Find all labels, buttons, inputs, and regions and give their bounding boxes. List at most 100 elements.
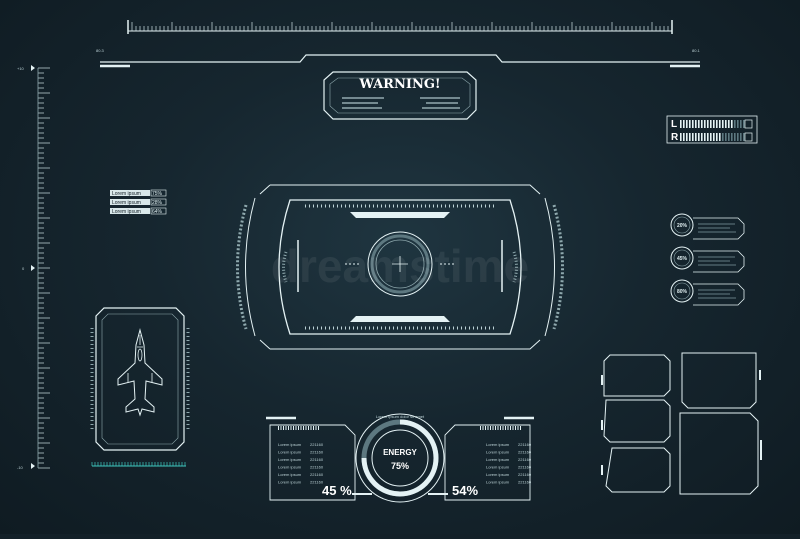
circle-stat: 45% [670, 246, 745, 273]
balance-bar [737, 133, 739, 141]
balance-bar [689, 120, 691, 128]
balance-bar [719, 133, 721, 141]
balance-bar [734, 133, 736, 141]
energy-right-value: 54% [452, 483, 478, 498]
energy-row-label: Lorem ipsum [278, 465, 302, 470]
balance-bar [716, 133, 718, 141]
energy-row-value: 221160 [518, 442, 532, 447]
balance-bar [704, 133, 706, 141]
warning-panel: WARNING! [323, 71, 477, 120]
balance-bar [680, 133, 682, 141]
balance-bar [731, 133, 733, 141]
energy-value: 75% [391, 461, 409, 471]
balance-bar [698, 133, 700, 141]
balance-bar [740, 133, 742, 141]
balance-bar [707, 133, 709, 141]
energy-row-value: 221160 [518, 472, 532, 477]
balance-bar [707, 120, 709, 128]
circle-stat-value: 80% [677, 289, 688, 295]
energy-row-value: 221160 [518, 450, 532, 455]
status-row: Lorem ipsum 64% [110, 207, 167, 215]
balance-bar [701, 133, 703, 141]
balance-bar [704, 120, 706, 128]
balance-bar [725, 120, 727, 128]
balance-bar [689, 133, 691, 141]
status-value: 64% [152, 209, 163, 215]
energy-row-value: 221160 [310, 480, 324, 485]
balance-bar [716, 120, 718, 128]
scale-top-label: +10 [17, 66, 25, 71]
balance-bar [743, 120, 745, 128]
balance-bar [698, 120, 700, 128]
energy-row-label: Lorem ipsum [486, 480, 510, 485]
balance-bar [701, 120, 703, 128]
svg-text:80.3: 80.3 [96, 48, 105, 53]
energy-panel: Lorem ipsum dolor sit amet Lorem ipsum 22… [266, 413, 534, 503]
aircraft-panel [90, 307, 190, 467]
energy-row-label: Lorem ipsum [486, 465, 510, 470]
balance-bar [692, 133, 694, 141]
balance-cap [744, 119, 753, 129]
balance-bar [743, 133, 745, 141]
balance-bar [683, 133, 685, 141]
energy-row-value: 221160 [518, 457, 532, 462]
status-label: Lorem ipsum [112, 191, 141, 197]
balance-bar [710, 120, 712, 128]
energy-left-value: 45 % [322, 483, 352, 498]
energy-row-value: 221160 [518, 465, 532, 470]
watermark: dreamstime [271, 240, 529, 292]
balance-bar [719, 120, 721, 128]
balance-bar [692, 120, 694, 128]
circle-stats: 20% 45% 80% [670, 213, 745, 306]
circle-stat: 80% [670, 279, 745, 306]
energy-row-value: 221160 [518, 480, 532, 485]
balance-bar [713, 133, 715, 141]
balance-bar [710, 133, 712, 141]
circle-stat-value: 20% [677, 223, 688, 229]
status-row: Lorem ipsum 28% [110, 198, 167, 206]
status-row: Lorem ipsum 75% [110, 189, 167, 197]
energy-header: Lorem ipsum dolor sit amet [376, 414, 425, 419]
balance-bar [725, 133, 727, 141]
balance-bar [728, 133, 730, 141]
balance-bar [728, 120, 730, 128]
energy-row-value: 221160 [310, 465, 324, 470]
status-value: 75% [152, 191, 163, 197]
scale-mid-label: 0 [22, 266, 25, 271]
top-ruler: 80.3 80.1 [96, 20, 701, 68]
status-value: 28% [152, 200, 163, 206]
balance-bar [695, 133, 697, 141]
balance-bar [686, 120, 688, 128]
energy-row-label: Lorem ipsum [278, 457, 302, 462]
balance-bar [680, 120, 682, 128]
balance-left-label: L [671, 119, 677, 130]
level-scale: +10 0 -10 [17, 65, 50, 470]
crosshair-icon [392, 256, 408, 272]
energy-row-label: Lorem ipsum [278, 442, 302, 447]
status-label: Lorem ipsum [112, 209, 141, 215]
energy-row-label: Lorem ipsum [278, 480, 302, 485]
circle-stat: 20% [670, 213, 745, 240]
energy-row-value: 221160 [310, 457, 324, 462]
balance-bar [722, 120, 724, 128]
energy-row-label: Lorem ipsum [278, 472, 302, 477]
scale-bottom-label: -10 [17, 465, 24, 470]
energy-row-label: Lorem ipsum [486, 457, 510, 462]
balance-cap [744, 132, 753, 142]
energy-row-label: Lorem ipsum [486, 472, 510, 477]
status-label: Lorem ipsum [112, 200, 141, 206]
energy-row-label: Lorem ipsum [486, 450, 510, 455]
balance-bar [731, 120, 733, 128]
balance-bar [734, 120, 736, 128]
energy-row-value: 221160 [310, 442, 324, 447]
balance-meter: L R [666, 115, 758, 144]
balance-bar [740, 120, 742, 128]
fighter-jet-icon [117, 328, 163, 417]
balance-left-bars [680, 119, 753, 129]
warning-title: WARNING! [358, 77, 440, 92]
balance-bar [713, 120, 715, 128]
circle-stat-value: 45% [677, 256, 688, 262]
balance-right-bars [680, 132, 753, 142]
